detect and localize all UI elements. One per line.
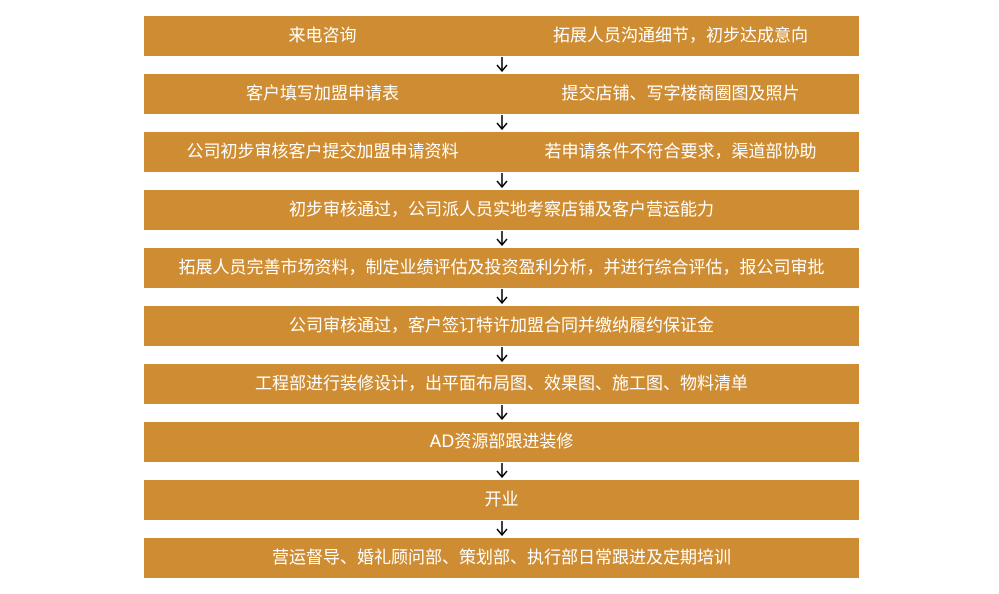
- step-3-box: 公司初步审核客户提交加盟申请资料 若申请条件不符合要求，渠道部协助: [144, 132, 859, 172]
- step-4-text: 初步审核通过，公司派人员实地考察店铺及客户营运能力: [289, 200, 714, 220]
- down-arrow-icon: [144, 346, 859, 364]
- down-arrow-icon: [144, 230, 859, 248]
- step-10-box: 营运督导、婚礼顾问部、策划部、执行部日常跟进及定期培训: [144, 538, 859, 578]
- step-5-text: 拓展人员完善市场资料，制定业绩评估及投资盈利分析，并进行综合评估，报公司审批: [178, 258, 825, 278]
- step-6-box: 公司审核通过，客户签订特许加盟合同并缴纳履约保证金: [144, 306, 859, 346]
- step-5-box: 拓展人员完善市场资料，制定业绩评估及投资盈利分析，并进行综合评估，报公司审批: [144, 248, 859, 288]
- down-arrow-icon: [144, 404, 859, 422]
- step-8-box: AD资源部跟进装修: [144, 422, 859, 462]
- step-2-box: 客户填写加盟申请表 提交店铺、写字楼商圈图及照片: [144, 74, 859, 114]
- step-3-left-text: 公司初步审核客户提交加盟申请资料: [186, 142, 459, 162]
- down-arrow-icon: [144, 288, 859, 306]
- step-10-text: 营运督导、婚礼顾问部、策划部、执行部日常跟进及定期培训: [272, 548, 731, 568]
- step-2-left-text: 客户填写加盟申请表: [246, 84, 399, 104]
- step-7-text: 工程部进行装修设计，出平面布局图、效果图、施工图、物料清单: [255, 374, 748, 394]
- down-arrow-icon: [144, 520, 859, 538]
- down-arrow-icon: [144, 462, 859, 480]
- step-2-right-text: 提交店铺、写字楼商圈图及照片: [561, 84, 800, 104]
- down-arrow-icon: [144, 172, 859, 190]
- step-4-box: 初步审核通过，公司派人员实地考察店铺及客户营运能力: [144, 190, 859, 230]
- step-3-right-text: 若申请条件不符合要求，渠道部协助: [544, 142, 817, 162]
- step-9-box: 开业: [144, 480, 859, 520]
- step-1-left-text: 来电咨询: [288, 26, 357, 46]
- step-7-box: 工程部进行装修设计，出平面布局图、效果图、施工图、物料清单: [144, 364, 859, 404]
- step-1-box: 来电咨询 拓展人员沟通细节，初步达成意向: [144, 16, 859, 56]
- step-1-right-text: 拓展人员沟通细节，初步达成意向: [553, 26, 808, 46]
- down-arrow-icon: [144, 56, 859, 74]
- step-9-text: 开业: [484, 490, 519, 510]
- down-arrow-icon: [144, 114, 859, 132]
- flowchart: 来电咨询 拓展人员沟通细节，初步达成意向 客户填写加盟申请表 提交店铺、写字楼商…: [144, 16, 859, 578]
- step-6-text: 公司审核通过，客户签订特许加盟合同并缴纳履约保证金: [289, 316, 714, 336]
- step-8-text: AD资源部跟进装修: [429, 432, 574, 452]
